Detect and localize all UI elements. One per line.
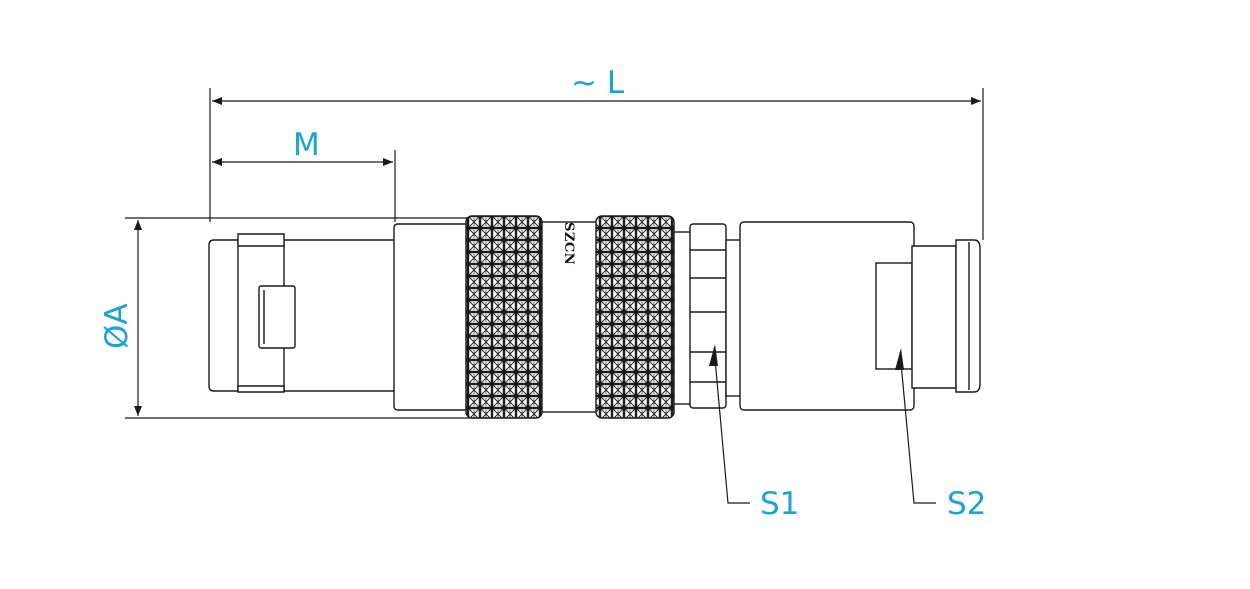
hex-nut-s1 bbox=[689, 223, 727, 409]
dimension-M bbox=[212, 150, 396, 222]
label-front-length: M bbox=[293, 127, 320, 163]
label-spanner-2: S2 bbox=[947, 486, 987, 522]
cable-end bbox=[911, 245, 957, 389]
connector-body bbox=[208, 215, 981, 419]
front-sleeve bbox=[208, 239, 399, 392]
brand-marking: SZCN bbox=[561, 222, 576, 266]
label-length: ~ L bbox=[571, 65, 625, 101]
latch-window bbox=[258, 285, 296, 349]
dimension-L bbox=[209, 88, 984, 240]
main-shell bbox=[393, 223, 469, 411]
knurled-ring-rear bbox=[595, 215, 675, 419]
leader-s2 bbox=[895, 348, 936, 504]
label-spanner-1: S1 bbox=[760, 486, 800, 522]
dimension-A bbox=[125, 217, 490, 419]
leader-s1 bbox=[709, 344, 750, 504]
wrench-flat bbox=[875, 262, 913, 370]
label-diameter: ØA bbox=[99, 303, 135, 349]
knurled-ring-front bbox=[465, 215, 543, 419]
